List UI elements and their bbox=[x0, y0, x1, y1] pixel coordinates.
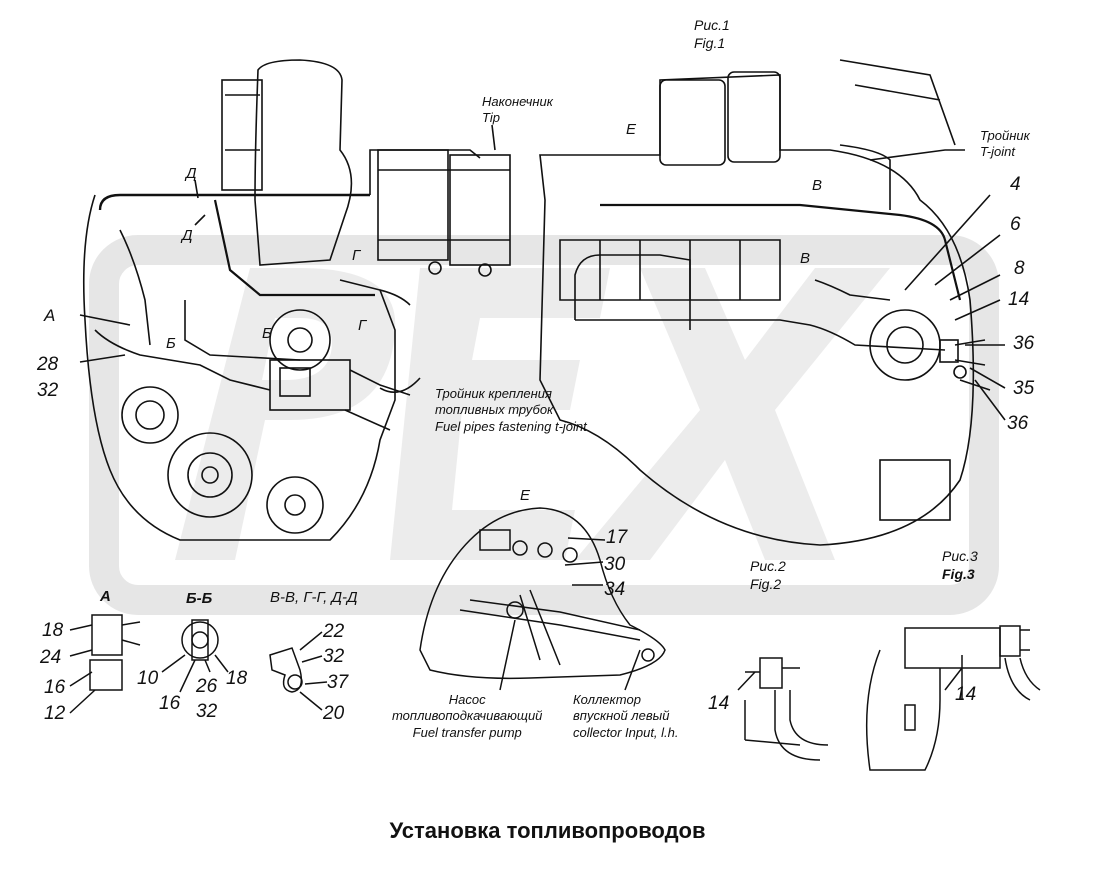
fig2-ru: Рис.2 bbox=[750, 558, 786, 574]
pump-ru-2: топливоподкачивающий bbox=[392, 708, 543, 724]
section-a-part-18: 18 bbox=[42, 620, 64, 641]
mark-e-detail: E bbox=[520, 487, 531, 504]
section-b-part-16: 16 bbox=[159, 693, 181, 714]
pump-ru-1: Насос bbox=[448, 692, 486, 707]
fig2-drawing bbox=[737, 657, 829, 761]
section-a-part-24: 24 bbox=[40, 647, 62, 668]
mark-e-top: E bbox=[626, 121, 637, 138]
part-28: 28 bbox=[37, 354, 59, 375]
part-17: 17 bbox=[606, 527, 628, 548]
section-a-part-16: 16 bbox=[44, 677, 66, 698]
mark-b2: Б bbox=[262, 325, 272, 342]
part-14-main: 14 bbox=[1008, 289, 1030, 310]
section-v-part-20: 20 bbox=[323, 703, 345, 724]
fig1-ru: Рис.1 bbox=[694, 17, 730, 33]
diagram-title: Установка топливопроводов bbox=[389, 818, 706, 843]
section-b-part-26: 26 bbox=[196, 676, 218, 697]
mark-a: А bbox=[44, 306, 56, 325]
section-v-part-37: 37 bbox=[327, 672, 349, 693]
detail-e-drawing bbox=[419, 507, 666, 691]
collector-ru-1: Коллектор bbox=[573, 692, 641, 707]
part-8: 8 bbox=[1014, 258, 1025, 279]
mark-v1: В bbox=[812, 177, 823, 194]
fig3-drawing bbox=[865, 625, 1041, 771]
fig3-part-14: 14 bbox=[955, 684, 977, 705]
part-34: 34 bbox=[604, 579, 626, 600]
section-a-part-12: 12 bbox=[44, 703, 66, 724]
section-vv-title: В-В, Г-Г, Д-Д bbox=[270, 589, 358, 606]
tip-callout: Наконечник Tip bbox=[482, 94, 553, 127]
section-a-title: А bbox=[100, 588, 111, 605]
fig1-en: Fig.1 bbox=[694, 34, 726, 51]
pump-en: Fuel transfer pump bbox=[412, 724, 522, 740]
mark-d1: Д bbox=[186, 165, 197, 182]
mark-v2: В bbox=[800, 250, 811, 267]
collector-ru-2: впускной левый bbox=[573, 708, 670, 724]
section-b-part-32: 32 bbox=[196, 701, 218, 722]
fig1-heading: Рис.1 Fig.1 bbox=[694, 17, 730, 52]
section-bb-title: Б-Б bbox=[186, 590, 213, 607]
part-35: 35 bbox=[1013, 378, 1035, 399]
part-32-main: 32 bbox=[37, 380, 59, 401]
fig3-en: Fig.3 bbox=[942, 565, 975, 582]
fastening-ru-1: Тройник крепления bbox=[435, 386, 552, 401]
section-b-part-10: 10 bbox=[137, 668, 159, 689]
tip-en: Tip bbox=[482, 110, 500, 126]
fig2-heading: Рис.2 Fig.2 bbox=[750, 558, 786, 593]
mark-d2: Д bbox=[182, 227, 193, 244]
part-6: 6 bbox=[1010, 214, 1021, 235]
fig3-heading: Рис.3 Fig.3 bbox=[942, 548, 978, 583]
fastening-ru-2: топливных трубок bbox=[435, 402, 554, 418]
tjoint-callout: Тройник T-joint bbox=[980, 128, 1030, 161]
fig3-ru: Рис.3 bbox=[942, 548, 978, 564]
engine-assembly bbox=[79, 59, 1006, 546]
pump-callout: Насос топливоподкачивающий Fuel transfer… bbox=[392, 692, 542, 741]
section-v-part-22: 22 bbox=[323, 621, 345, 642]
part-36-lower: 36 bbox=[1007, 413, 1029, 434]
tip-ru: Наконечник bbox=[482, 94, 553, 109]
mark-g1: Г bbox=[352, 247, 361, 264]
mark-g2: Г bbox=[358, 317, 367, 334]
fig2-en: Fig.2 bbox=[750, 575, 782, 592]
part-30: 30 bbox=[604, 554, 626, 575]
section-b-part-18: 18 bbox=[226, 668, 248, 689]
section-views bbox=[69, 614, 328, 714]
fig2-part-14: 14 bbox=[708, 693, 730, 714]
section-v-part-32: 32 bbox=[323, 646, 345, 667]
fastening-en: Fuel pipes fastening t-joint bbox=[435, 418, 587, 434]
part-36-upper: 36 bbox=[1013, 333, 1035, 354]
part-4: 4 bbox=[1010, 174, 1021, 195]
collector-en: collector Input, l.h. bbox=[573, 724, 679, 740]
tjoint-ru: Тройник bbox=[980, 128, 1030, 143]
collector-callout: Коллектор впускной левый collector Input… bbox=[573, 692, 679, 741]
fastening-tjoint-callout: Тройник крепления топливных трубок Fuel … bbox=[435, 386, 587, 435]
mark-b1: Б bbox=[166, 335, 176, 352]
tjoint-en: T-joint bbox=[980, 144, 1015, 160]
